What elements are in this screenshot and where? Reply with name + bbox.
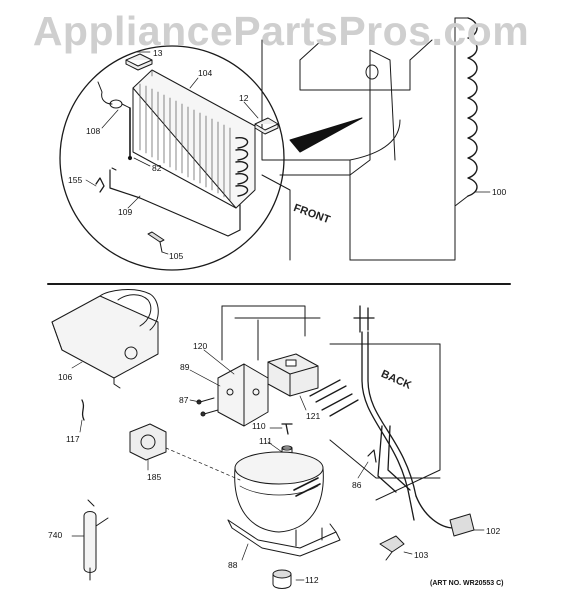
clip-103 bbox=[379, 535, 405, 561]
callout-105[interactable]: 105 bbox=[169, 251, 184, 261]
leader-lines-bottom bbox=[71, 349, 485, 581]
wiring-harness bbox=[309, 305, 417, 521]
callout-13[interactable]: 13 bbox=[153, 48, 163, 58]
detail-circle bbox=[59, 45, 285, 271]
callout-103[interactable]: 103 bbox=[414, 550, 429, 560]
drain-pan-106 bbox=[51, 289, 159, 389]
condenser-coil bbox=[454, 17, 478, 211]
callout-112[interactable]: 112 bbox=[305, 575, 319, 585]
callout-86[interactable]: 86 bbox=[352, 480, 362, 490]
callout-155[interactable]: 155 bbox=[68, 175, 83, 185]
callout-82[interactable]: 82 bbox=[152, 163, 162, 173]
power-cord-102 bbox=[415, 495, 475, 537]
cabinet-back-outline bbox=[221, 305, 441, 501]
compressor-88 bbox=[227, 451, 341, 557]
callout-117[interactable]: 117 bbox=[66, 434, 80, 444]
callout-102[interactable]: 102 bbox=[486, 526, 501, 536]
overload-185 bbox=[129, 423, 167, 461]
grommet-112 bbox=[272, 569, 292, 589]
foam-pad-12 bbox=[254, 117, 279, 135]
foam-pad-13 bbox=[125, 53, 153, 71]
callout-88[interactable]: 88 bbox=[228, 560, 238, 570]
callout-111[interactable]: 111 bbox=[259, 436, 272, 446]
clip-155 bbox=[95, 177, 105, 193]
art-number: (ART NO. WR20553 C) bbox=[430, 580, 504, 587]
drier-740 bbox=[83, 499, 109, 581]
pointer-wedge bbox=[289, 117, 363, 153]
callout-100[interactable]: 100 bbox=[492, 187, 507, 197]
freezer-compartment bbox=[261, 39, 456, 261]
mounting-bracket-89 bbox=[217, 363, 269, 427]
drain-tube-109 bbox=[109, 169, 241, 237]
callout-110[interactable]: 110 bbox=[252, 421, 266, 431]
leader-lines-top bbox=[85, 51, 491, 255]
callout-106[interactable]: 106 bbox=[58, 372, 73, 382]
callout-109[interactable]: 109 bbox=[118, 207, 133, 217]
callout-120[interactable]: 120 bbox=[193, 341, 208, 351]
heater-108 bbox=[97, 81, 133, 161]
callout-104[interactable]: 104 bbox=[198, 68, 213, 78]
clip-86 bbox=[367, 449, 377, 463]
callout-12[interactable]: 12 bbox=[239, 93, 249, 103]
pin-110 bbox=[281, 423, 293, 435]
callout-89[interactable]: 89 bbox=[180, 362, 190, 372]
callout-108[interactable]: 108 bbox=[86, 126, 101, 136]
callout-185[interactable]: 185 bbox=[147, 472, 162, 482]
tube-117 bbox=[81, 399, 85, 421]
evaporator bbox=[132, 69, 256, 209]
callout-87[interactable]: 87 bbox=[179, 395, 189, 405]
callout-740[interactable]: 740 bbox=[48, 530, 63, 540]
relay-121 bbox=[267, 353, 319, 397]
screw-105 bbox=[147, 231, 165, 253]
callout-121[interactable]: 121 bbox=[306, 411, 321, 421]
screws-87 bbox=[196, 397, 219, 417]
